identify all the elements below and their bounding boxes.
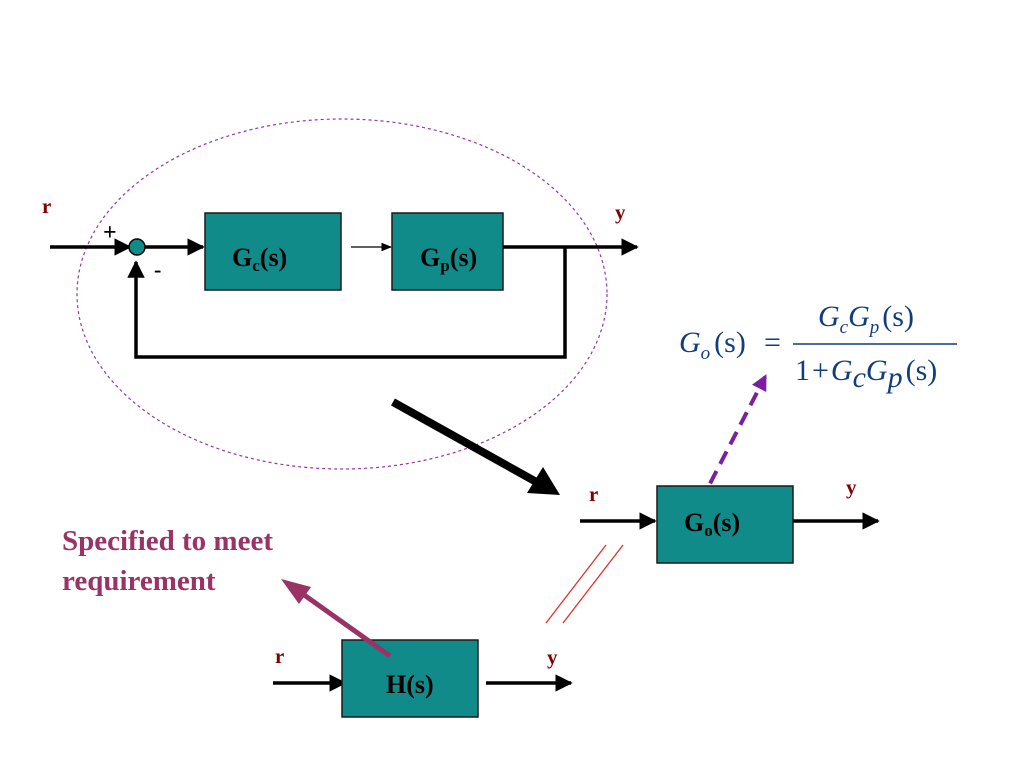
target-block-label: H(s): [386, 670, 434, 699]
target-output-label: y: [547, 645, 558, 669]
loop-grouping-ellipse: [76, 118, 608, 470]
equivalent-system: r y Go(s): [580, 475, 880, 564]
plant-label: Gp(s): [420, 243, 477, 275]
target-block: [341, 639, 479, 718]
summing-junction: [128, 238, 146, 256]
controller-label: Gc(s): [232, 243, 287, 275]
closed-loop-equation: Go(s) = GcGp(s) 1+GcGp(s): [679, 300, 957, 394]
note-pointer-arrow: [298, 589, 392, 659]
note-pointer-arrow-head: [281, 579, 311, 604]
parallel-mark-1: [545, 544, 607, 624]
plant-block: [391, 212, 504, 291]
equation-pointer-arrow: [698, 374, 767, 504]
target-input-label: r: [275, 644, 284, 668]
controller-block: [204, 212, 342, 291]
svg-text:Go(s): Go(s): [679, 326, 746, 364]
note-line-1: Specified to meet: [62, 525, 273, 557]
loop-input-label: r: [42, 194, 51, 218]
equivalent-input-label: r: [589, 482, 598, 506]
reduction-arrow-head: [527, 467, 560, 495]
note-line-2: requirement: [62, 565, 216, 597]
plus-sign: +: [103, 220, 117, 246]
parallel-mark-2: [562, 544, 624, 624]
reduction-arrow: [391, 398, 542, 488]
equivalent-block: [656, 485, 794, 564]
closed-loop: r y + - Gc(s) Gp(s): [42, 194, 639, 359]
svg-text:GcGp(s): GcGp(s): [818, 300, 914, 338]
loop-output-label: y: [615, 200, 626, 224]
svg-text:=: =: [764, 326, 781, 359]
target-system: r y H(s): [273, 639, 573, 718]
equivalent-output-label: y: [846, 475, 857, 499]
feedback-path: [127, 247, 567, 359]
minus-sign: -: [154, 257, 161, 282]
equivalent-block-label: Go(s): [684, 508, 740, 540]
svg-text:1+GcGp(s): 1+GcGp(s): [795, 354, 937, 394]
